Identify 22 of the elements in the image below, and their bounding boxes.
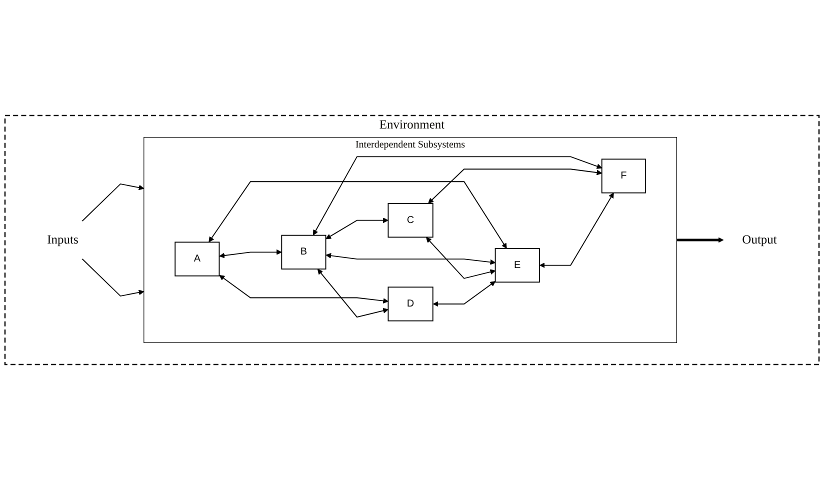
arrow bbox=[426, 237, 496, 279]
arrow bbox=[539, 192, 614, 268]
arrow bbox=[428, 168, 602, 204]
node-box: A bbox=[174, 242, 220, 276]
arrow bbox=[208, 181, 507, 249]
arrow bbox=[317, 268, 388, 318]
arrow bbox=[82, 183, 144, 222]
node-box: D bbox=[388, 286, 434, 322]
node-box: B bbox=[281, 234, 326, 270]
arrow bbox=[219, 274, 388, 304]
arrow bbox=[326, 252, 496, 265]
node-box: C bbox=[388, 203, 434, 238]
arrow bbox=[313, 156, 602, 236]
arrow bbox=[432, 281, 496, 307]
node-box: E bbox=[494, 248, 540, 283]
arrow bbox=[82, 258, 144, 297]
node-box: F bbox=[601, 158, 646, 194]
arrow bbox=[219, 249, 282, 258]
node-text: Inputs bbox=[47, 233, 78, 247]
arrow bbox=[676, 237, 724, 243]
arrow bbox=[326, 218, 388, 240]
node-text: Output bbox=[742, 233, 777, 247]
